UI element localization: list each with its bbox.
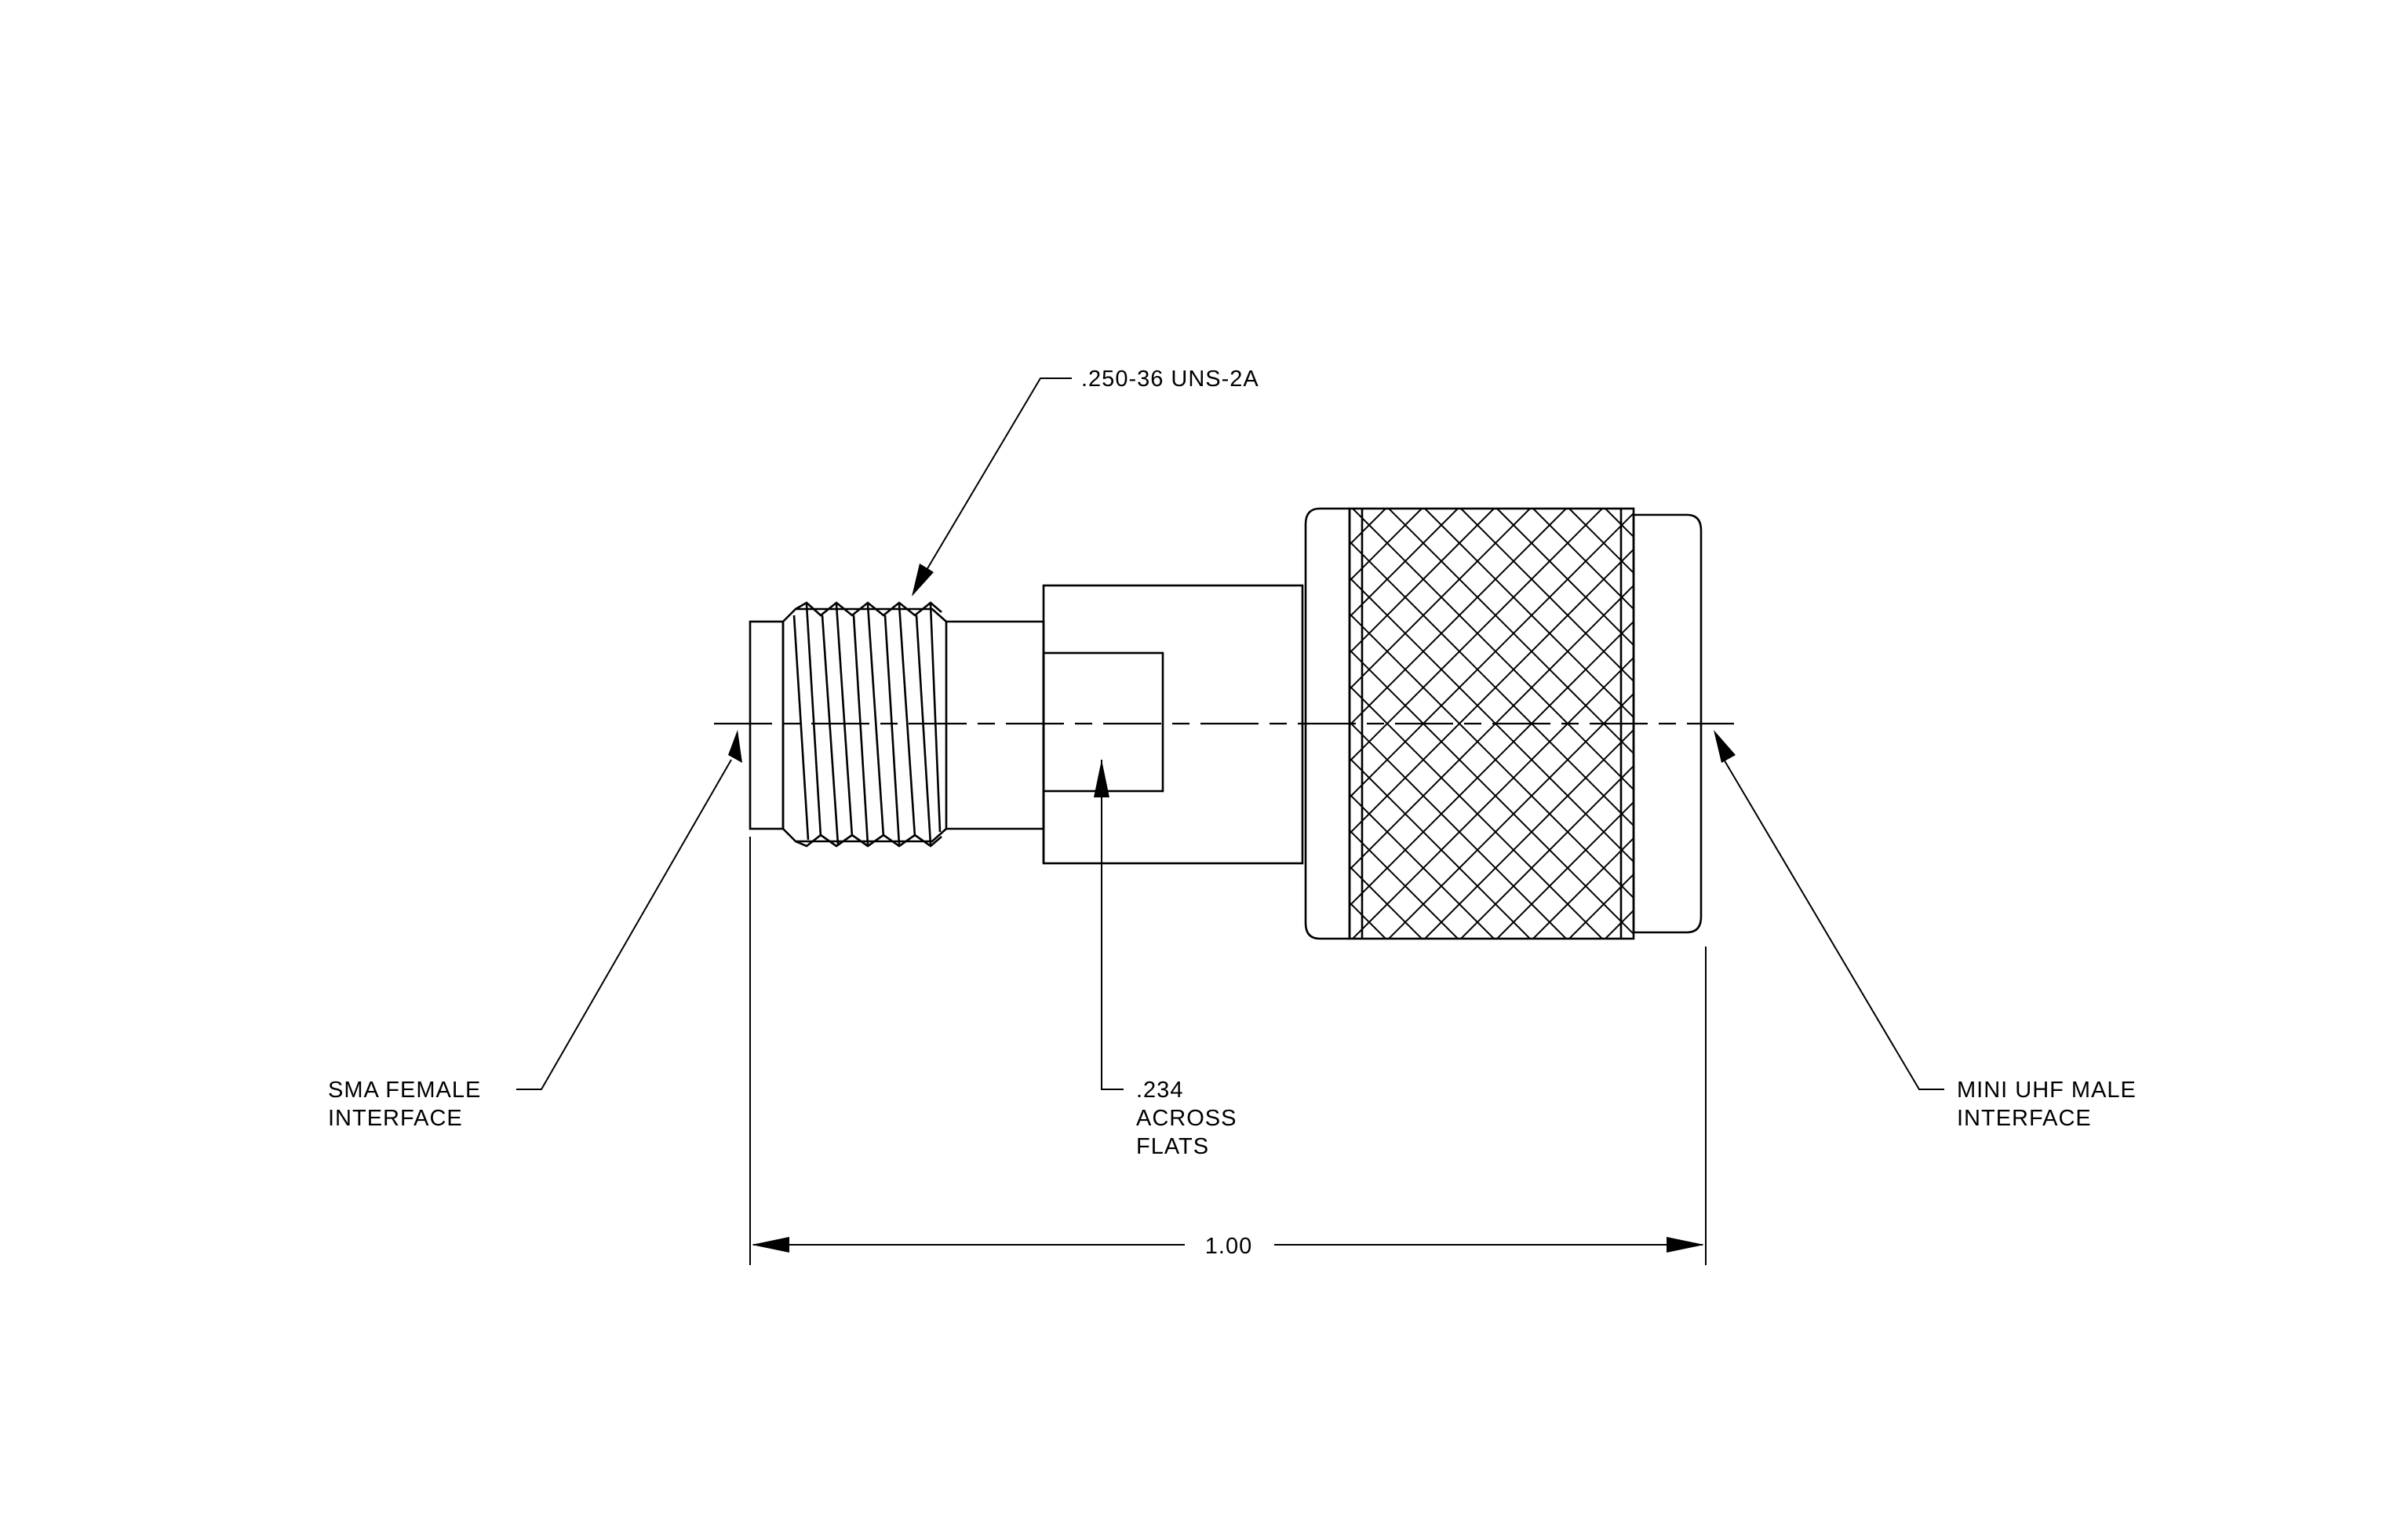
knurl-line	[2038, 509, 2408, 939]
knurl-line	[1894, 509, 2324, 939]
knurl-line	[1532, 509, 1634, 611]
overall-length-label: 1.00	[1205, 1234, 1252, 1259]
knurl-line	[1930, 509, 2360, 939]
across-flats-leader	[1094, 760, 1124, 1090]
sma-female-leader	[516, 730, 742, 1090]
knurl-line	[1750, 509, 2180, 939]
knurl-line	[1894, 509, 2324, 939]
knurl-line	[1858, 509, 2288, 939]
knurl-line	[1822, 509, 2252, 939]
knurl-line	[1786, 509, 2216, 939]
knurl-line	[1678, 509, 2107, 939]
knurl-line	[2002, 509, 2408, 939]
sma-female-body	[749, 601, 1045, 848]
knurl-line	[1786, 509, 2216, 939]
knurl-line	[1714, 509, 2144, 939]
knurl-line	[1350, 548, 1634, 835]
knurl-line	[1966, 509, 2396, 939]
thread-spec-label: .250-36 UNS-2A	[1081, 367, 1259, 392]
knurl-line	[1714, 509, 2144, 939]
knurl-line	[1930, 509, 2360, 939]
knurl-line	[1350, 793, 1495, 939]
across-flats-label-line2: ACROSS	[1136, 1106, 1237, 1131]
knurl-line	[1350, 509, 1603, 763]
knurl-line	[1424, 509, 1634, 719]
thread-spec-leader	[912, 378, 1072, 596]
knurl-line	[1460, 764, 1634, 939]
overall-length-dimension	[752, 1237, 1704, 1253]
thread-helix-lines	[792, 604, 942, 845]
knurl-line	[2038, 509, 2408, 939]
knurl-line	[1460, 509, 1634, 683]
knurl-line	[1350, 509, 1495, 655]
across-flats-label-line3: FLATS	[1136, 1134, 1209, 1159]
knurl-line	[1350, 865, 1423, 939]
across-flats-label-line1: .234	[1136, 1078, 1183, 1103]
knurl-line	[1532, 837, 1634, 939]
sma-female-label-line1: SMA FEMALE	[328, 1078, 481, 1103]
knurl-line	[1424, 728, 1634, 939]
knurl-line	[1678, 509, 2107, 939]
knurl-line	[2002, 509, 2408, 939]
knurl-line	[1350, 509, 1531, 691]
knurl-line	[1350, 829, 1459, 939]
knurl-line	[1966, 509, 2396, 939]
knurl-line	[1496, 801, 1634, 939]
knurl-line	[1822, 509, 2252, 939]
mini-uhf-male-leader	[1714, 730, 1944, 1090]
mini-uhf-male-label-line1: MINI UHF MALE	[1957, 1078, 2137, 1103]
knurl-line	[1350, 509, 1459, 618]
knurl-line	[1750, 509, 2180, 939]
knurl-line	[1858, 509, 2288, 939]
knurl-line	[1496, 509, 1634, 647]
sma-female-label-line2: INTERFACE	[328, 1106, 463, 1131]
knurl-line	[1350, 509, 1423, 582]
mini-uhf-male-label-line2: INTERFACE	[1957, 1106, 2092, 1131]
knurl-line	[1350, 757, 1531, 939]
